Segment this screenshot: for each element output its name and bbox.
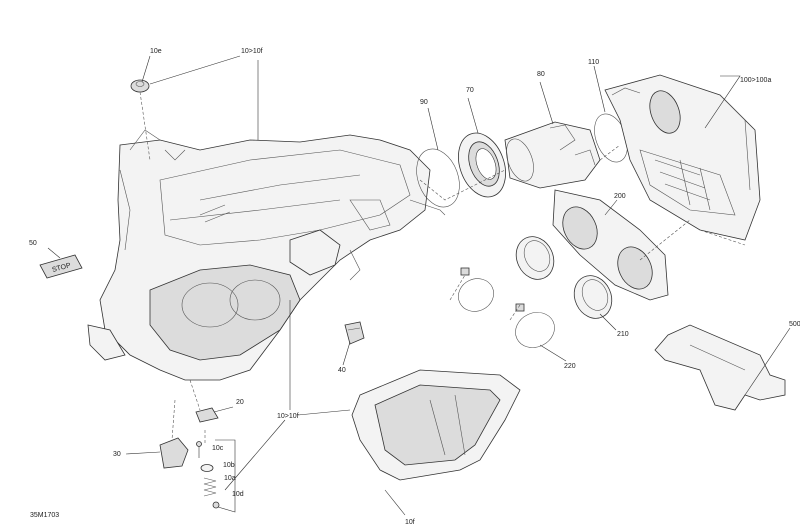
screw-10c	[196, 441, 202, 458]
nut-10d	[212, 501, 220, 509]
assembly-lines	[139, 91, 746, 445]
callout-labels: 10e 10>10f 90 70 80 110 100>100a 200 50 …	[29, 48, 800, 526]
adapter-plate-200	[552, 189, 669, 301]
sticker-50-text: STOP	[51, 262, 71, 274]
spring-10a	[203, 477, 217, 497]
callout-20: 20	[236, 399, 244, 406]
callout-10b: 10b	[223, 462, 235, 469]
plug-10e	[130, 79, 150, 93]
cap-20	[195, 407, 219, 423]
callout-210: 210	[617, 331, 629, 338]
callout-10c: 10c	[212, 445, 224, 452]
drawing-code: 35M1703	[30, 512, 59, 519]
callout-40: 40	[338, 367, 346, 374]
callout-10d: 10d	[232, 491, 244, 498]
callout-10-10f-top: 10>10f	[241, 48, 263, 55]
leader-lines	[47, 55, 791, 516]
callout-30: 30	[113, 451, 121, 458]
ring-70	[458, 132, 506, 198]
callout-220: 220	[564, 363, 576, 370]
clamps-220	[458, 267, 555, 348]
callout-500: 500	[789, 321, 800, 328]
callout-90: 90	[420, 99, 428, 106]
callout-10e: 10e	[150, 48, 162, 55]
callout-110: 110	[588, 59, 599, 66]
callout-200: 200	[614, 193, 626, 200]
duct-80	[504, 121, 601, 189]
callout-10a: 10a	[224, 475, 236, 482]
callout-80: 80	[537, 71, 545, 78]
airbox-housing	[87, 129, 446, 381]
callout-10-10f-mid: 10>10f	[277, 413, 299, 420]
filter-cover-10f	[351, 369, 521, 481]
clip-30	[159, 437, 189, 469]
callout-70: 70	[466, 87, 474, 94]
sticker-50: STOP	[39, 254, 83, 279]
seal-ring-90	[416, 148, 460, 208]
gasket-500	[654, 324, 786, 411]
sleeves-210	[515, 236, 613, 319]
callout-10f-bottom: 10f	[405, 519, 415, 526]
washer-10b	[200, 464, 214, 472]
intake-case-100	[604, 74, 761, 241]
callout-100-100a: 100>100a	[740, 77, 771, 84]
callout-50: 50	[29, 240, 37, 247]
clip-40	[344, 321, 365, 345]
